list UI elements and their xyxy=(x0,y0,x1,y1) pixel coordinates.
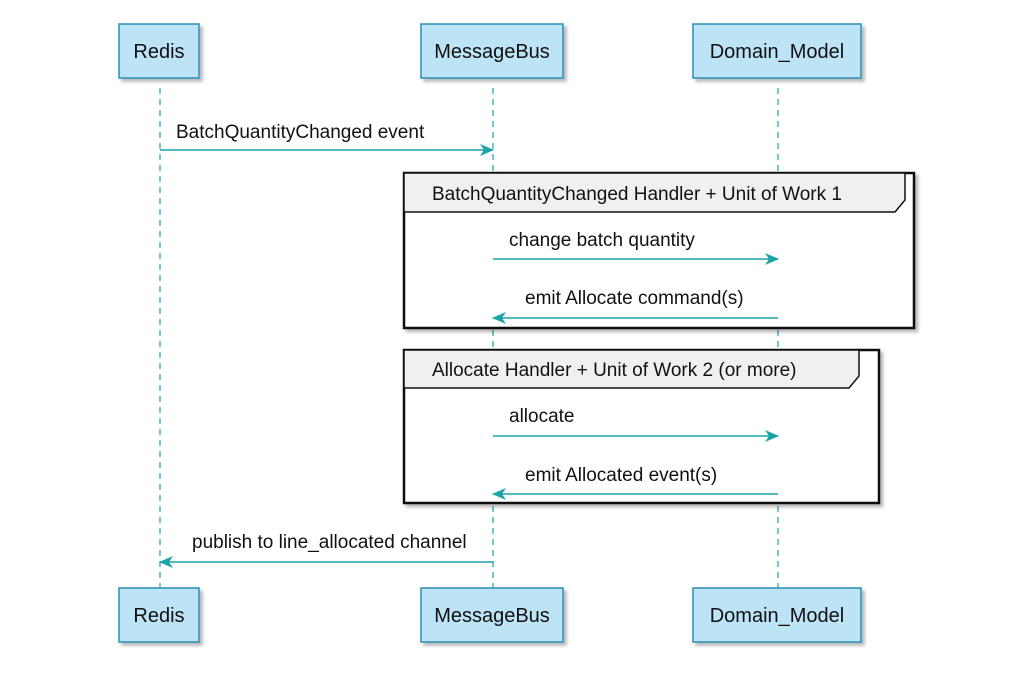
participant-domain-model-top: Domain_Model xyxy=(692,23,862,79)
message-publish-label: publish to line_allocated channel xyxy=(192,532,467,553)
message-batch-event: BatchQuantityChanged event xyxy=(160,122,494,156)
group-uow1-header xyxy=(403,172,906,213)
participant-redis-bottom-label: Redis xyxy=(133,605,184,627)
participant-domain-model-bottom: Domain_Model xyxy=(692,587,862,643)
group-uow1: BatchQuantityChanged Handler + Unit of W… xyxy=(402,171,916,330)
group-uow2-header xyxy=(403,349,860,389)
message-emit-allocated: emit Allocated event(s) xyxy=(492,465,778,500)
participant-redis-top-label: Redis xyxy=(133,41,184,63)
participant-domain-model-top-label: Domain_Model xyxy=(710,41,845,63)
message-emit-allocate: emit Allocate command(s) xyxy=(492,288,778,324)
message-change-qty-label: change batch quantity xyxy=(509,230,695,251)
message-batch-event-label: BatchQuantityChanged event xyxy=(176,122,425,143)
message-allocate-label: allocate xyxy=(509,406,575,427)
participant-messagebus-bottom: MessageBus xyxy=(420,587,564,643)
message-emit-allocated-label: emit Allocated event(s) xyxy=(525,465,717,486)
message-allocate: allocate xyxy=(493,406,779,442)
message-change-qty: change batch quantity xyxy=(493,230,779,265)
message-emit-allocate-label: emit Allocate command(s) xyxy=(525,288,744,309)
participant-redis-top: Redis xyxy=(118,23,200,79)
participant-domain-model-bottom-label: Domain_Model xyxy=(710,605,845,627)
participant-redis-bottom: Redis xyxy=(118,587,200,643)
participant-messagebus-top: MessageBus xyxy=(420,23,564,79)
group-uow2-label: Allocate Handler + Unit of Work 2 (or mo… xyxy=(432,360,796,381)
group-uow2: Allocate Handler + Unit of Work 2 (or mo… xyxy=(402,348,881,505)
message-publish: publish to line_allocated channel xyxy=(159,532,493,568)
group-uow1-label: BatchQuantityChanged Handler + Unit of W… xyxy=(432,184,842,205)
participant-messagebus-bottom-label: MessageBus xyxy=(434,605,550,627)
participant-messagebus-top-label: MessageBus xyxy=(434,41,550,63)
